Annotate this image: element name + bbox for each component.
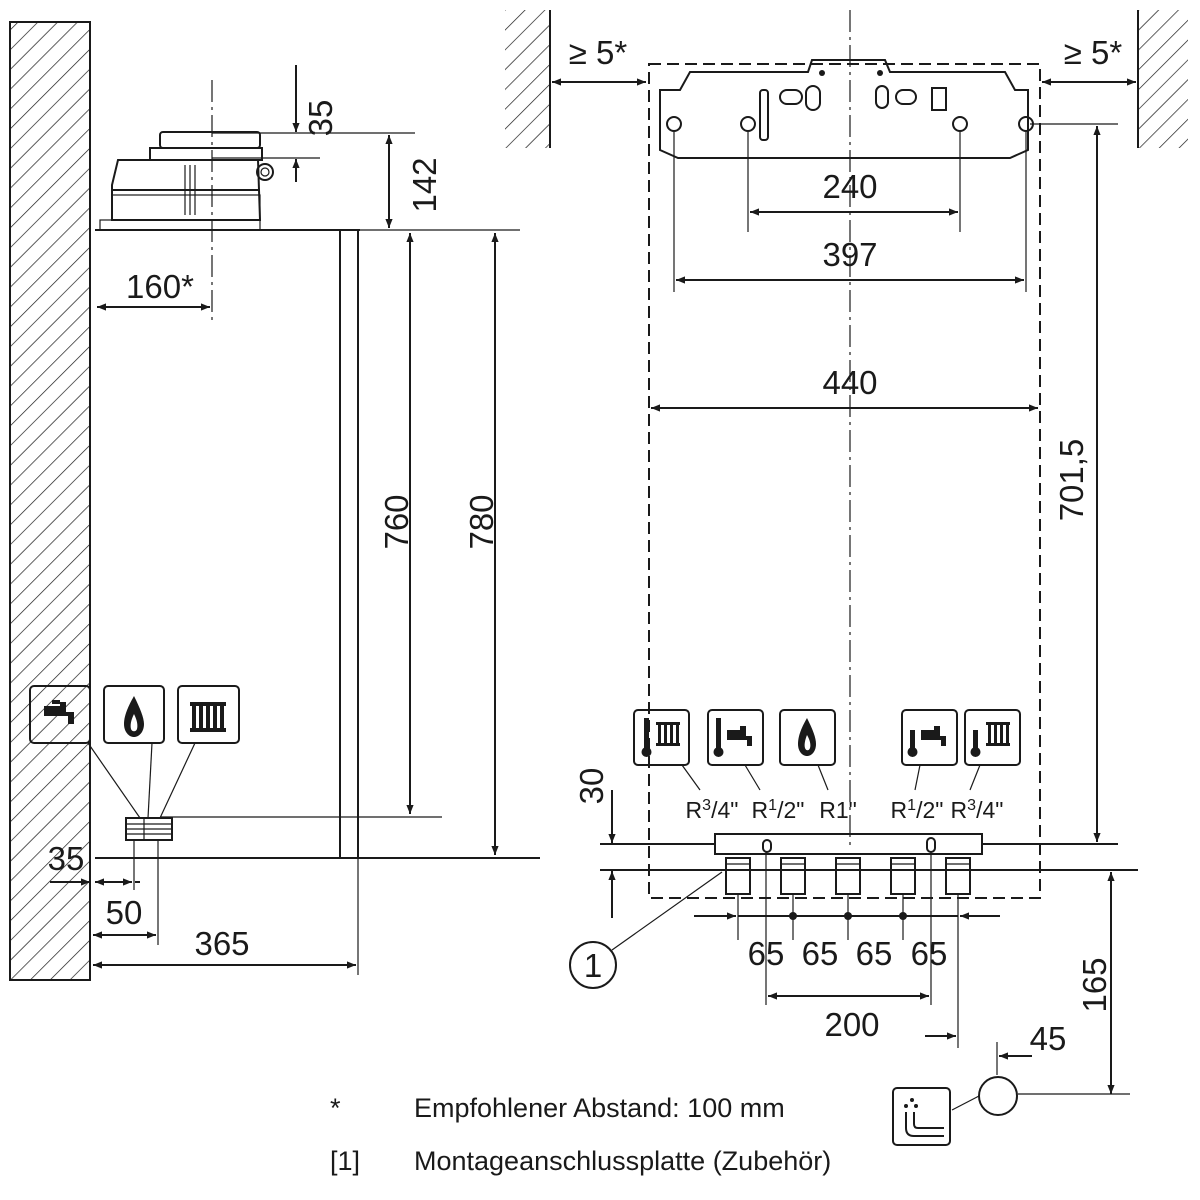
drain-icon bbox=[892, 1087, 951, 1146]
dim-701-5: 701,5 bbox=[1053, 439, 1090, 522]
conn-size-hot-water: R1/2" bbox=[752, 797, 805, 824]
callout-1-label: 1 bbox=[584, 947, 602, 984]
dim-160: 160* bbox=[126, 268, 194, 305]
dim-200: 200 bbox=[824, 1006, 879, 1043]
dim-gap-left: ≥ 5* bbox=[569, 34, 628, 71]
legend-key-2: [1] bbox=[330, 1146, 361, 1176]
dim-165: 165 bbox=[1076, 957, 1113, 1012]
connection-block-side bbox=[125, 817, 173, 841]
heating-return-icon bbox=[964, 709, 1021, 766]
dim-397: 397 bbox=[822, 236, 877, 273]
legend-text-2: Montageanschlussplatte (Zubehör) bbox=[414, 1146, 832, 1176]
dim-65-4: 65 bbox=[911, 935, 948, 972]
dim-30: 30 bbox=[573, 768, 610, 805]
mounting-connection-plate bbox=[600, 833, 1138, 895]
dim-65-2: 65 bbox=[802, 935, 839, 972]
callout-1 bbox=[569, 941, 617, 989]
radiator-icon bbox=[177, 685, 240, 744]
wall-hatch-left bbox=[9, 21, 91, 981]
front-view: ≥ 5* ≥ 5* 240 bbox=[505, 10, 1188, 1146]
dim-50: 50 bbox=[106, 894, 143, 931]
conn-size-gas: R1" bbox=[819, 797, 857, 823]
dim-365: 365 bbox=[194, 925, 249, 962]
wall-hatch-front-left bbox=[505, 10, 550, 148]
dim-760: 760 bbox=[378, 494, 415, 549]
flue-fitting bbox=[99, 131, 274, 231]
legend-key-1: * bbox=[330, 1093, 341, 1123]
hot-water-icon bbox=[707, 709, 764, 766]
wall-hatch-front-right bbox=[1138, 10, 1188, 148]
flame-icon bbox=[103, 685, 165, 744]
conn-size-cold-water: R1/2" bbox=[891, 797, 944, 824]
legend-text-1: Empfohlener Abstand: 100 mm bbox=[414, 1093, 785, 1123]
cold-water-icon bbox=[901, 709, 958, 766]
dim-45: 45 bbox=[1030, 1020, 1067, 1057]
heating-flow-icon bbox=[633, 709, 690, 766]
conn-size-heating-flow: R3/4" bbox=[686, 797, 739, 824]
dim-65-3: 65 bbox=[856, 935, 893, 972]
conn-size-heating-return: R3/4" bbox=[951, 797, 1004, 824]
dim-780: 780 bbox=[463, 494, 500, 549]
side-view: 35 142 160* 760 780 bbox=[9, 21, 540, 981]
dim-35-top: 35 bbox=[302, 100, 339, 137]
mounting-rail bbox=[659, 59, 1034, 159]
dim-gap-right: ≥ 5* bbox=[1064, 34, 1123, 71]
dim-142: 142 bbox=[406, 157, 443, 212]
dim-35-bottom: 35 bbox=[48, 840, 85, 877]
gas-icon bbox=[779, 709, 836, 766]
dim-440: 440 bbox=[822, 364, 877, 401]
dim-240: 240 bbox=[822, 168, 877, 205]
drain-connection bbox=[978, 1076, 1018, 1116]
tap-icon bbox=[29, 685, 91, 744]
